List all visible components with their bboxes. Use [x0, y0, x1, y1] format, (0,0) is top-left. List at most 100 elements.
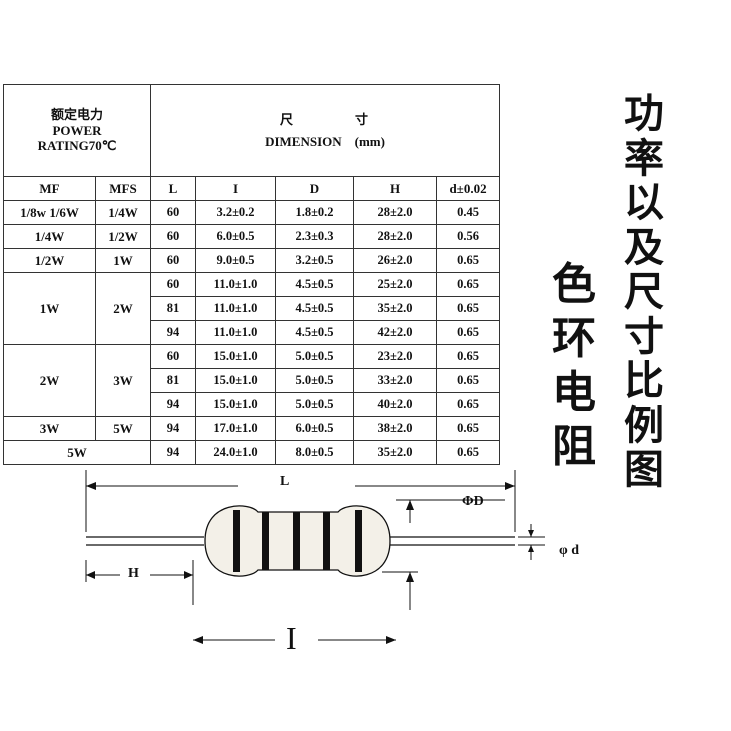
label-d: φ d	[559, 543, 580, 558]
table-cell: 17.0±1.0	[195, 416, 276, 441]
title-char: 功	[624, 91, 664, 137]
table-cell: 0.56	[435, 224, 501, 249]
table-cell: 28±2.0	[353, 224, 437, 249]
column-header: MF	[3, 176, 96, 201]
power-rating-cn: 额定电力	[50, 107, 103, 123]
power-rating-header: 额定电力 POWER RATING70℃	[3, 84, 151, 177]
table-cell: 81	[150, 368, 196, 393]
table-cell: 3.2±0.2	[195, 200, 276, 225]
title-char: 率	[624, 135, 664, 182]
table-cell: 26±2.0	[353, 248, 437, 273]
dimension-en: DIMENSION	[265, 133, 342, 149]
dimension-cn-1: 尺	[280, 111, 296, 127]
title-char: 比	[624, 358, 664, 404]
title-char: 图	[624, 447, 664, 493]
dimension-cn-2: 寸	[355, 111, 371, 127]
table-cell: 11.0±1.0	[195, 320, 276, 345]
table-cell: 6.0±0.5	[275, 416, 354, 441]
mf-cell: 1/8w 1/6W	[3, 200, 96, 225]
table-cell: 11.0±1.0	[195, 296, 276, 321]
label-L: L	[280, 474, 290, 489]
table-cell: 9.0±0.5	[195, 248, 276, 273]
power-rating-temp: RATING70℃	[37, 138, 117, 154]
table-cell: 35±2.0	[353, 440, 437, 465]
table-cell: 0.65	[435, 368, 501, 393]
title-char: 寸	[624, 313, 664, 360]
table-cell: 3.2±0.5	[275, 248, 354, 273]
table-cell: 4.5±0.5	[275, 296, 354, 321]
I-arrowhead-left	[193, 636, 203, 644]
label-I: I	[286, 620, 297, 656]
mf-cell: 2W	[3, 344, 96, 417]
table-cell: 15.0±1.0	[195, 392, 276, 417]
table-cell: 11.0±1.0	[195, 272, 276, 297]
side-title-right: 功率以及尺寸比例图	[618, 92, 670, 493]
table-cell: 94	[150, 392, 196, 417]
dimension-spec-table: 额定电力 POWER RATING70℃ 尺 寸 DIMENSION (mm) M…	[3, 84, 501, 465]
L-arrowhead-right	[505, 482, 515, 490]
column-header: d±0.02	[435, 176, 501, 201]
label-D: ΦD	[462, 494, 484, 509]
table-cell: 0.45	[435, 200, 501, 225]
table-cell: 24.0±1.0	[195, 440, 276, 465]
title-char: 尺	[624, 269, 664, 315]
color-band-1	[233, 510, 240, 572]
table-cell: 35±2.0	[353, 296, 437, 321]
title-char: 及	[624, 224, 664, 271]
table-cell: 60	[150, 200, 196, 225]
D-arrowhead-bottom	[406, 572, 414, 582]
dimension-unit: (mm)	[354, 133, 385, 149]
table-cell: 15.0±1.0	[195, 368, 276, 393]
power-rating-en: POWER	[52, 122, 102, 138]
table-cell: 0.65	[435, 440, 501, 465]
I-arrowhead-right	[386, 636, 396, 644]
mfs-cell: 1/4W	[95, 200, 151, 225]
table-cell: 4.5±0.5	[275, 272, 354, 297]
label-H: H	[128, 566, 139, 581]
table-cell: 8.0±0.5	[275, 440, 354, 465]
d-arrowhead-top	[528, 530, 534, 537]
table-cell: 5.0±0.5	[275, 344, 354, 369]
table-cell: 94	[150, 416, 196, 441]
title-char: 环	[552, 313, 596, 364]
table-cell: 4.5±0.5	[275, 320, 354, 345]
color-band-3	[293, 512, 300, 570]
title-char: 电	[552, 367, 596, 418]
title-char: 例	[624, 402, 664, 449]
table-cell: 5.0±0.5	[275, 368, 354, 393]
color-band-5	[355, 510, 362, 572]
title-char: 色	[552, 259, 596, 310]
title-char: 以	[624, 180, 664, 226]
table-cell: 6.0±0.5	[195, 224, 276, 249]
color-band-4	[323, 512, 330, 570]
column-header: D	[275, 176, 354, 201]
column-header: MFS	[95, 176, 151, 201]
mf-cell: 1W	[3, 272, 96, 345]
H-arrowhead-right	[184, 571, 193, 579]
mfs-cell: 3W	[95, 344, 151, 417]
side-title-mid: 色环电阻	[545, 258, 603, 474]
color-band-2	[262, 512, 269, 570]
mfs-cell: 1/2W	[95, 224, 151, 249]
table-cell: 0.65	[435, 416, 501, 441]
L-arrowhead-left	[86, 482, 96, 490]
table-cell: 0.65	[435, 344, 501, 369]
d-arrowhead-bottom	[528, 545, 534, 552]
mf-cell: 1/4W	[3, 224, 96, 249]
table-cell: 94	[150, 440, 196, 465]
D-arrowhead-top	[406, 500, 414, 510]
H-arrowhead-left	[86, 571, 95, 579]
mf-cell: 5W	[3, 440, 151, 465]
title-char: 阻	[552, 421, 596, 472]
column-header: L	[150, 176, 196, 201]
table-cell: 15.0±1.0	[195, 344, 276, 369]
